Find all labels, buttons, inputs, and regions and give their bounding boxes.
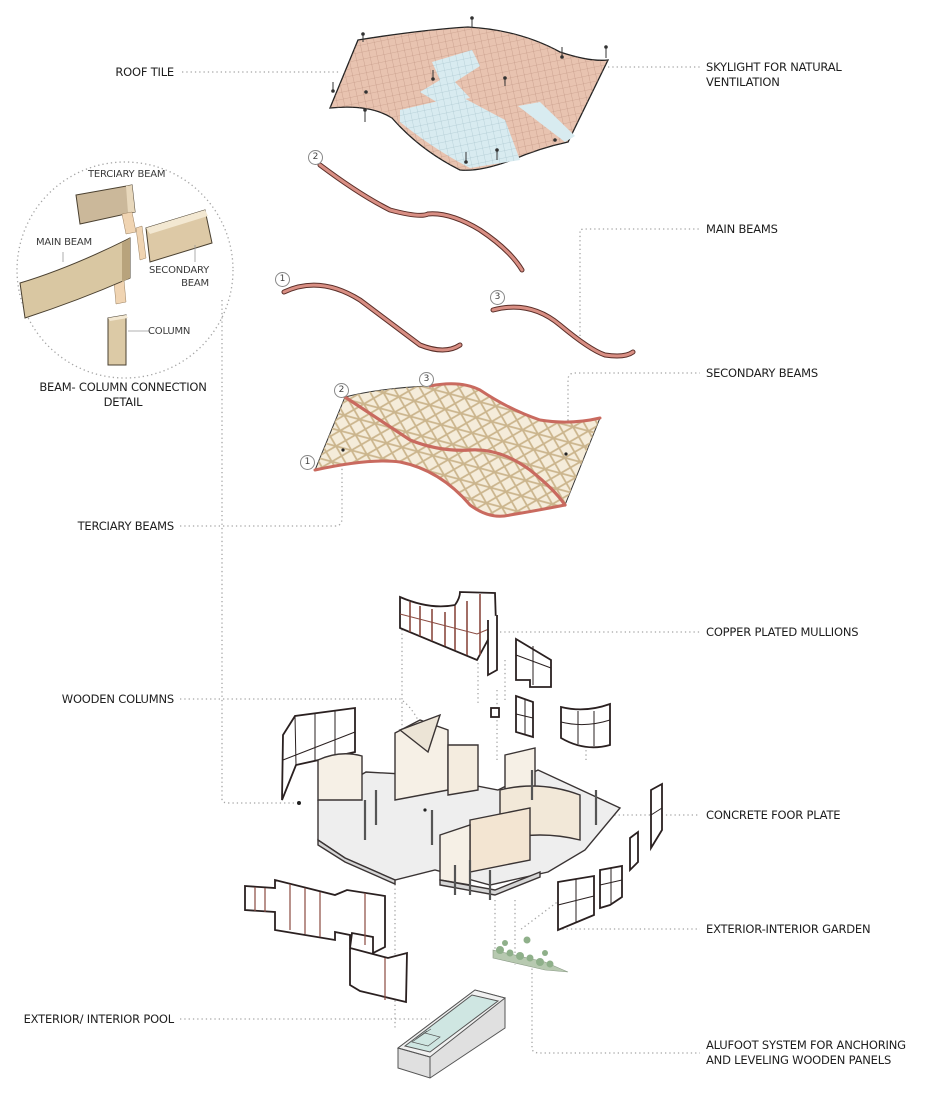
beam-number-1-top: 1 (275, 272, 290, 287)
label-skylight-line2: VENTILATION (706, 75, 780, 89)
label-roof-tile: ROOF TILE (115, 65, 174, 79)
label-wooden-columns: WOODEN COLUMNS (61, 692, 174, 706)
garden-planter (492, 936, 569, 973)
beam-number-2-lattice: 2 (334, 383, 349, 398)
detail-label-column: COLUMN (148, 326, 191, 337)
detail-label-main-beam: MAIN BEAM (36, 237, 92, 248)
concrete-floor-plate (297, 713, 622, 900)
detail-label-secondary-line2: BEAM (181, 278, 209, 289)
beam-number-2-top: 2 (308, 150, 323, 165)
label-terciary-beams: TERCIARY BEAMS (77, 519, 175, 533)
label-secondary-beams: SECONDARY BEAMS (706, 366, 818, 380)
label-alufoot-line2: AND LEVELING WOODEN PANELS (706, 1053, 892, 1067)
label-copper-mullions: COPPER PLATED MULLIONS (706, 625, 859, 639)
main-beam-3 (490, 304, 636, 359)
detail-title-line1: BEAM- COLUMN CONNECTION (39, 380, 207, 394)
beam-number-3-top: 3 (490, 290, 505, 305)
beam-number-3-lattice: 3 (419, 372, 434, 387)
beam-lattice (313, 382, 602, 518)
wall-panels (244, 591, 663, 1004)
connection-detail (16, 161, 234, 379)
main-beam-2 (317, 162, 525, 273)
main-beams (281, 162, 636, 359)
label-alufoot: ALUFOOT SYSTEM FOR ANCHORING AND LEVELIN… (706, 1038, 906, 1068)
label-skylight-line1: SKYLIGHT FOR NATURAL (706, 60, 842, 74)
label-pool: EXTERIOR/ INTERIOR POOL (23, 1012, 175, 1026)
roof-tile (328, 16, 610, 171)
skylight (518, 102, 575, 142)
label-alufoot-line1: ALUFOOT SYSTEM FOR ANCHORING (706, 1038, 906, 1052)
detail-label-secondary-line1: SECONDARY (149, 265, 209, 276)
label-skylight: SKYLIGHT FOR NATURAL VENTILATION (706, 60, 842, 90)
detail-title-line2: DETAIL (103, 395, 143, 409)
pool (396, 989, 507, 1079)
label-garden: EXTERIOR-INTERIOR GARDEN (706, 922, 871, 936)
detail-label-secondary-beam: SECONDARY BEAM (149, 264, 209, 290)
main-beam-1 (281, 282, 463, 353)
beam-number-1-lattice: 1 (300, 455, 315, 470)
label-main-beams: MAIN BEAMS (706, 222, 778, 236)
label-concrete-floor: CONCRETE FOOR PLATE (706, 808, 841, 822)
detail-title: BEAM- COLUMN CONNECTION DETAIL (30, 380, 216, 410)
detail-label-terciary-beam: TERCIARY BEAM (88, 169, 166, 180)
